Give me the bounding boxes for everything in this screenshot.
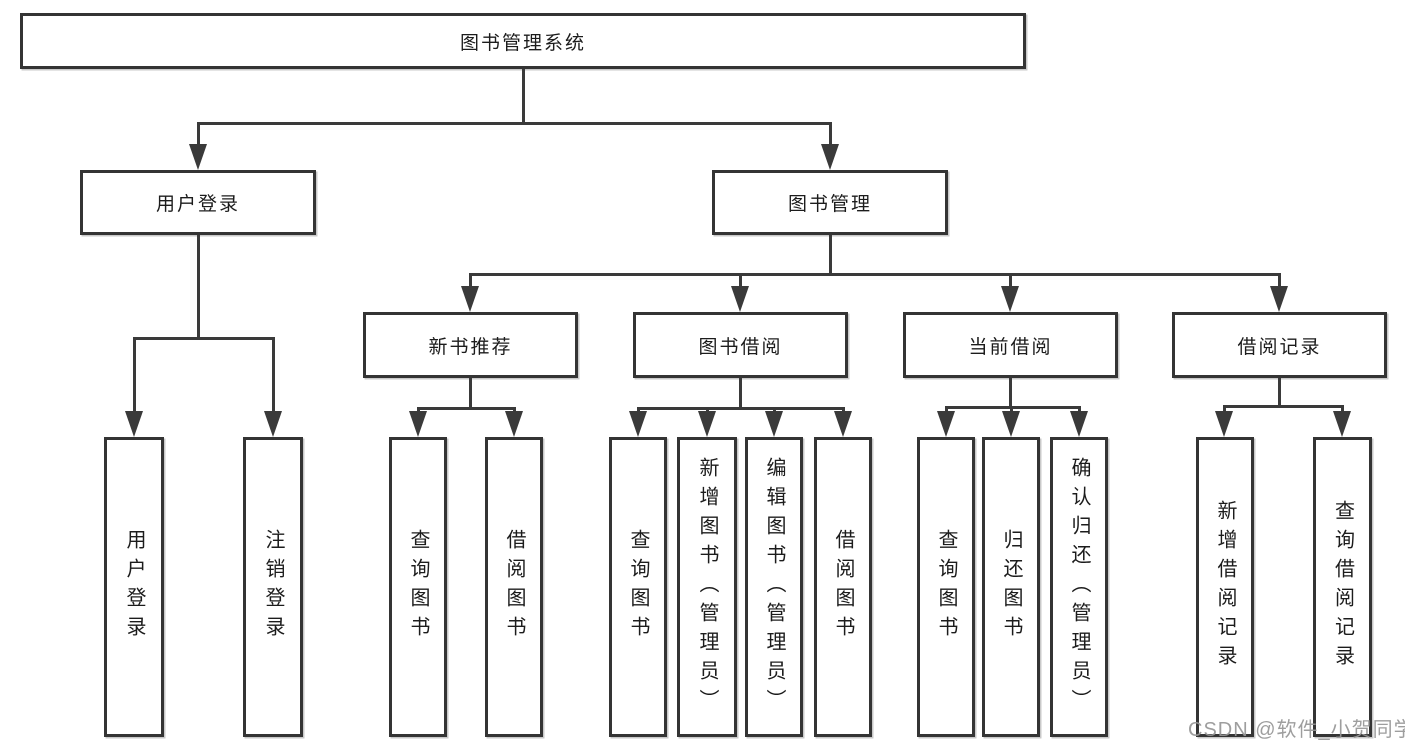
node-label-leaf-bb-query-books: 查询图书 (627, 529, 649, 645)
arrow-down-icon (409, 411, 427, 437)
connector-bar (944, 406, 1081, 409)
connector-drop (772, 407, 776, 413)
node-leaf-cb-confirm-return: 确认归还（管理员） (1050, 437, 1108, 737)
connector-bar (468, 273, 1281, 276)
node-leaf-rec-query-books: 查询图书 (389, 437, 447, 737)
connector-stem (1008, 378, 1012, 409)
arrow-down-icon (1215, 411, 1233, 437)
connector-drop (1340, 405, 1344, 413)
connector-drop (468, 273, 472, 288)
connector-drop (738, 273, 742, 288)
arrow-down-icon (1070, 411, 1088, 437)
node-label-user-login: 用户登录 (155, 194, 240, 215)
arrow-down-icon (937, 411, 955, 437)
connector-drop (636, 407, 640, 413)
arrow-down-icon (1333, 411, 1351, 437)
node-book-borrowing: 图书借阅 (633, 312, 848, 378)
arrow-down-icon (834, 411, 852, 437)
connector-bar (416, 407, 516, 410)
connector-drop (1277, 273, 1281, 288)
connector-drop (1009, 406, 1013, 413)
node-leaf-bb-borrow-books: 借阅图书 (814, 437, 872, 737)
node-label-system-root: 图书管理系统 (459, 32, 586, 54)
node-label-new-book-recommend: 新书推荐 (428, 336, 513, 358)
connector-drop (828, 122, 832, 146)
node-book-management: 图书管理 (712, 170, 948, 235)
arrow-down-icon (698, 411, 716, 437)
connector-stem (1277, 378, 1281, 408)
arrow-down-icon (125, 411, 143, 437)
arrow-down-icon (189, 144, 207, 170)
connector-stem (196, 235, 200, 340)
arrow-down-icon (821, 144, 839, 170)
node-leaf-rec-borrow-books: 借阅图书 (485, 437, 543, 737)
node-label-borrow-records: 借阅记录 (1237, 336, 1322, 358)
node-label-leaf-bb-borrow-books: 借阅图书 (832, 529, 854, 645)
node-current-borrowing: 当前借阅 (903, 312, 1118, 378)
node-system-root: 图书管理系统 (20, 13, 1026, 69)
arrow-down-icon (765, 411, 783, 437)
node-borrow-records: 借阅记录 (1172, 312, 1387, 378)
connector-bar (196, 122, 832, 125)
node-leaf-br-query-record: 查询借阅记录 (1313, 437, 1372, 737)
node-label-leaf-bb-edit-books: 编辑图书（管理员） (763, 456, 785, 718)
arrow-down-icon (505, 411, 523, 437)
connector-drop (512, 407, 516, 413)
connector-drop (1077, 406, 1081, 413)
node-label-leaf-logout: 注销登录 (262, 529, 284, 645)
node-leaf-cb-query-books: 查询图书 (917, 437, 975, 737)
node-leaf-logout: 注销登录 (243, 437, 303, 737)
arrow-down-icon (1001, 286, 1019, 312)
node-label-leaf-cb-confirm-return: 确认归还（管理员） (1068, 456, 1090, 718)
watermark: CSDN @软件_小贺同学 (1188, 719, 1405, 741)
connector-drop (705, 407, 709, 413)
node-label-leaf-user-login: 用户登录 (123, 529, 145, 645)
node-leaf-bb-query-books: 查询图书 (609, 437, 667, 737)
node-leaf-br-add-record: 新增借阅记录 (1196, 437, 1254, 737)
arrow-down-icon (1002, 411, 1020, 437)
connector-stem (738, 378, 742, 410)
node-leaf-bb-edit-books: 编辑图书（管理员） (745, 437, 803, 737)
connector-drop (132, 337, 136, 413)
node-label-current-borrowing: 当前借阅 (968, 336, 1053, 358)
node-leaf-user-login: 用户登录 (104, 437, 164, 737)
connector-drop (416, 407, 420, 413)
arrow-down-icon (461, 286, 479, 312)
connector-stem (521, 69, 525, 125)
node-label-leaf-rec-borrow-books: 借阅图书 (503, 529, 525, 645)
node-label-leaf-br-query-record: 查询借阅记录 (1331, 500, 1354, 674)
node-new-book-recommend: 新书推荐 (363, 312, 578, 378)
connector-drop (1008, 273, 1012, 288)
arrow-down-icon (264, 411, 282, 437)
node-user-login: 用户登录 (80, 170, 316, 235)
connector-drop (944, 406, 948, 413)
connector-drop (196, 122, 200, 146)
connector-drop (841, 407, 845, 413)
connector-stem (828, 235, 832, 276)
connector-bar (1222, 405, 1344, 408)
node-label-book-management: 图书管理 (787, 194, 872, 215)
node-leaf-bb-add-books: 新增图书（管理员） (677, 437, 737, 737)
connector-bar (132, 337, 275, 340)
connector-stem (468, 378, 472, 410)
node-leaf-cb-return-books: 归还图书 (982, 437, 1040, 737)
node-label-leaf-br-add-record: 新增借阅记录 (1214, 500, 1236, 674)
arrow-down-icon (731, 286, 749, 312)
connector-bar (636, 407, 845, 410)
connector-drop (1222, 405, 1226, 413)
node-label-leaf-bb-add-books: 新增图书（管理员） (696, 456, 718, 718)
node-label-book-borrowing: 图书借阅 (698, 336, 783, 358)
arrow-down-icon (629, 411, 647, 437)
node-label-leaf-cb-return-books: 归还图书 (1000, 529, 1022, 645)
connector-drop (271, 337, 275, 413)
node-label-leaf-cb-query-books: 查询图书 (935, 529, 957, 645)
node-label-leaf-rec-query-books: 查询图书 (407, 529, 429, 645)
arrow-down-icon (1270, 286, 1288, 312)
